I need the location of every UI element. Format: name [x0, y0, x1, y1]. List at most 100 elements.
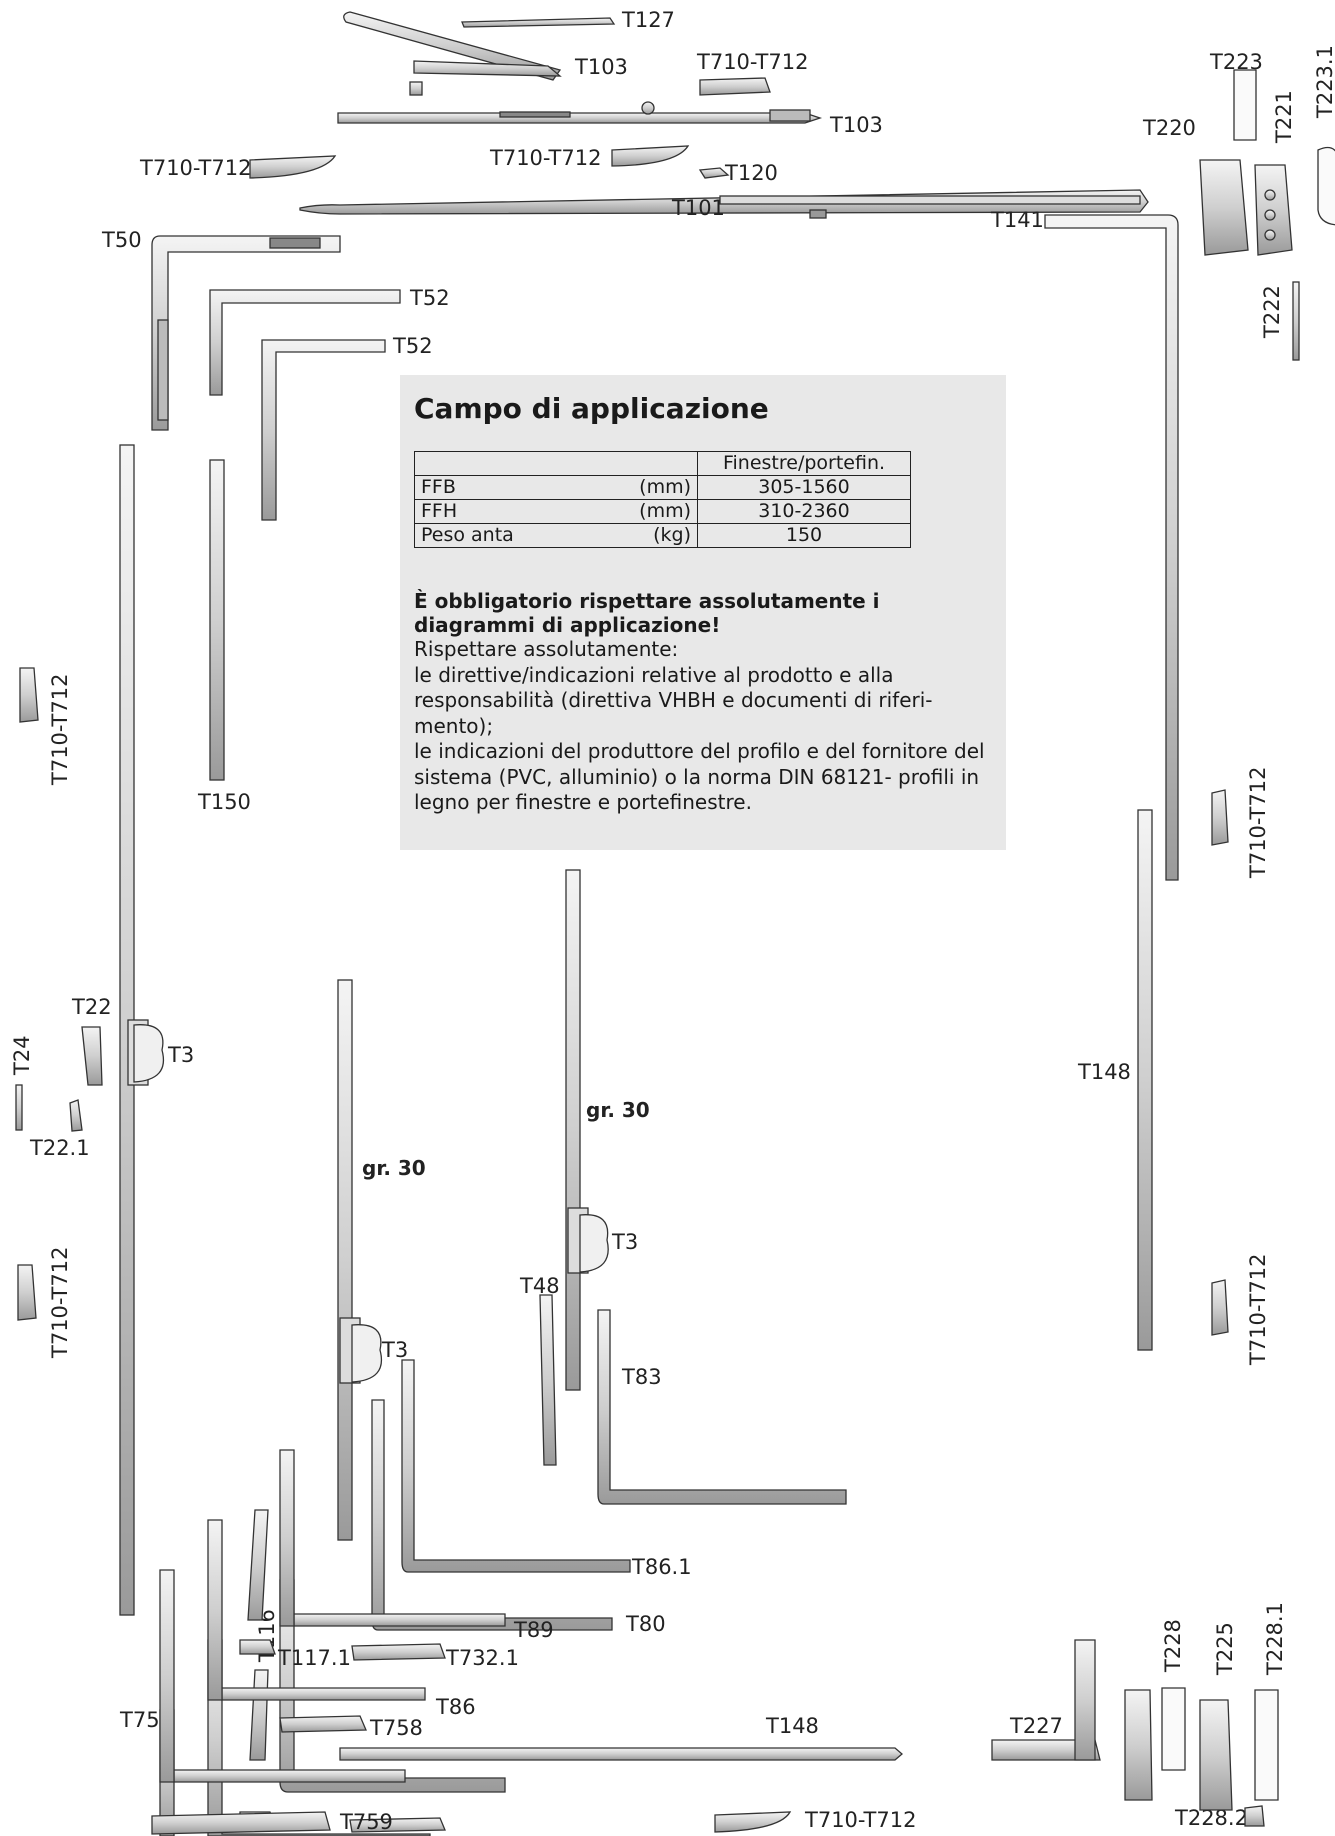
label-t22: T22	[72, 995, 112, 1019]
t75-arm	[173, 1769, 406, 1783]
t52-corner-b	[261, 339, 386, 521]
label-t52: T52	[410, 286, 450, 310]
row-value: 150	[697, 523, 911, 548]
table-empty-cell	[414, 451, 698, 476]
label-t50: T50	[102, 228, 142, 252]
t83-corner	[597, 1309, 847, 1505]
label-t75: T75	[120, 1708, 160, 1732]
t228-1-part	[1254, 1689, 1279, 1801]
t50-corner	[151, 235, 341, 431]
t228-body	[1124, 1689, 1153, 1801]
label-t86-1: T86.1	[632, 1555, 692, 1579]
label-t120: T120	[725, 161, 778, 185]
label-t89: T89	[514, 1618, 554, 1642]
label-t710-t712: T710-T712	[490, 146, 602, 170]
label-t228-2: T228.2	[1175, 1806, 1248, 1830]
label-gr30: gr. 30	[362, 1156, 426, 1180]
label-t759: T759	[340, 1810, 393, 1834]
note-line: le direttive/indicazioni relative al pro…	[414, 662, 933, 738]
t86-1-corner	[401, 1359, 631, 1573]
label-t86: T86	[436, 1695, 476, 1719]
t758-keeper	[279, 1715, 367, 1733]
label-t220: T220	[1143, 116, 1196, 140]
panel-title: Campo di applicazione	[414, 392, 769, 425]
t89-vertical	[279, 1449, 295, 1627]
label-t223: T223	[1210, 50, 1263, 74]
t86-arm	[221, 1687, 426, 1701]
t227-plate	[991, 1739, 1101, 1761]
t103-stay-plate	[413, 60, 562, 77]
label-t48: T48	[520, 1274, 560, 1298]
t710-keeper-left-v1	[19, 667, 39, 723]
t24-part	[15, 1084, 23, 1131]
t148-rod-right	[1137, 809, 1153, 1351]
t52-corner-a	[209, 289, 401, 396]
table-row: FFH (mm) 310-2360	[414, 499, 911, 524]
label-t22-1: T22.1	[30, 1136, 90, 1160]
label-t710-t712: T710-T712	[805, 1808, 917, 1832]
t732-1-keeper	[349, 1817, 446, 1833]
center-rod-a	[337, 979, 353, 1541]
label-t80: T80	[626, 1612, 666, 1636]
row-unit: (mm)	[588, 475, 699, 500]
t710-keeper-mid	[611, 145, 690, 167]
notes-block: Rispettare assolutamente: le direttive/i…	[414, 637, 1004, 816]
t3-keep-center-a	[351, 1324, 382, 1383]
row-unit: (mm)	[588, 499, 699, 524]
label-t758: T758	[370, 1716, 423, 1740]
label-t3: T3	[168, 1043, 195, 1067]
row-unit: (kg)	[588, 523, 699, 548]
t710-keeper-left	[249, 155, 337, 179]
label-t117-1: T117.1	[278, 1646, 351, 1670]
t3-keep-left	[133, 1024, 164, 1083]
t227-upright	[1074, 1639, 1096, 1761]
t221-hinge	[1254, 164, 1293, 256]
t225-part	[1199, 1699, 1233, 1811]
label-t52: T52	[393, 334, 433, 358]
t150-rod	[209, 459, 225, 781]
label-t103: T103	[830, 113, 883, 137]
warning-text: È obbligatorio rispettare assolutamente …	[414, 589, 880, 637]
t103-small-part	[409, 81, 423, 96]
row-label: Peso anta	[414, 523, 589, 548]
label-t83: T83	[622, 1365, 662, 1389]
label-t103: T103	[575, 55, 628, 79]
t732-1-plate	[351, 1643, 446, 1661]
t22-part	[81, 1026, 103, 1086]
row-value: 310-2360	[697, 499, 911, 524]
t103-bar	[337, 112, 823, 124]
t710-keeper-bottom	[714, 1811, 792, 1833]
label-t710-t712: T710-T712	[140, 156, 252, 180]
t89-arm	[293, 1613, 506, 1627]
row-value: 305-1560	[697, 475, 911, 500]
t89-corner	[279, 1579, 506, 1793]
t710-keeper-right-v1	[1211, 789, 1229, 846]
t22-1-part	[69, 1099, 83, 1132]
row-label: FFH	[414, 499, 589, 524]
t120-part	[698, 167, 730, 179]
t141-corner	[1044, 214, 1179, 881]
t220-hinge	[1199, 159, 1249, 256]
note-line: Rispettare assolutamente:	[414, 637, 679, 661]
label-gr30: gr. 30	[586, 1098, 650, 1122]
t116-striker	[247, 1509, 269, 1621]
t228-2-part	[1244, 1805, 1265, 1827]
t228-cover	[1161, 1687, 1186, 1771]
t223-1-cover	[1317, 146, 1335, 226]
label-t710-t712: T710-T712	[697, 50, 809, 74]
label-t127: T127	[622, 8, 675, 32]
t117-1-block	[239, 1639, 276, 1655]
table-row: FFB (mm) 305-1560	[414, 475, 911, 500]
t86-vertical	[207, 1519, 223, 1701]
t148-bottom-rod	[339, 1747, 903, 1761]
t759-keeper	[151, 1811, 331, 1835]
t48-part	[539, 1294, 557, 1466]
t710-keeper-top	[699, 77, 771, 96]
label-t141: T141	[991, 208, 1044, 232]
label-t148: T148	[766, 1714, 819, 1738]
label-t732-1: T732.1	[446, 1646, 519, 1670]
label-t101: T101	[672, 196, 725, 220]
label-t148: T148	[1078, 1060, 1131, 1084]
label-t150: T150	[198, 790, 251, 814]
